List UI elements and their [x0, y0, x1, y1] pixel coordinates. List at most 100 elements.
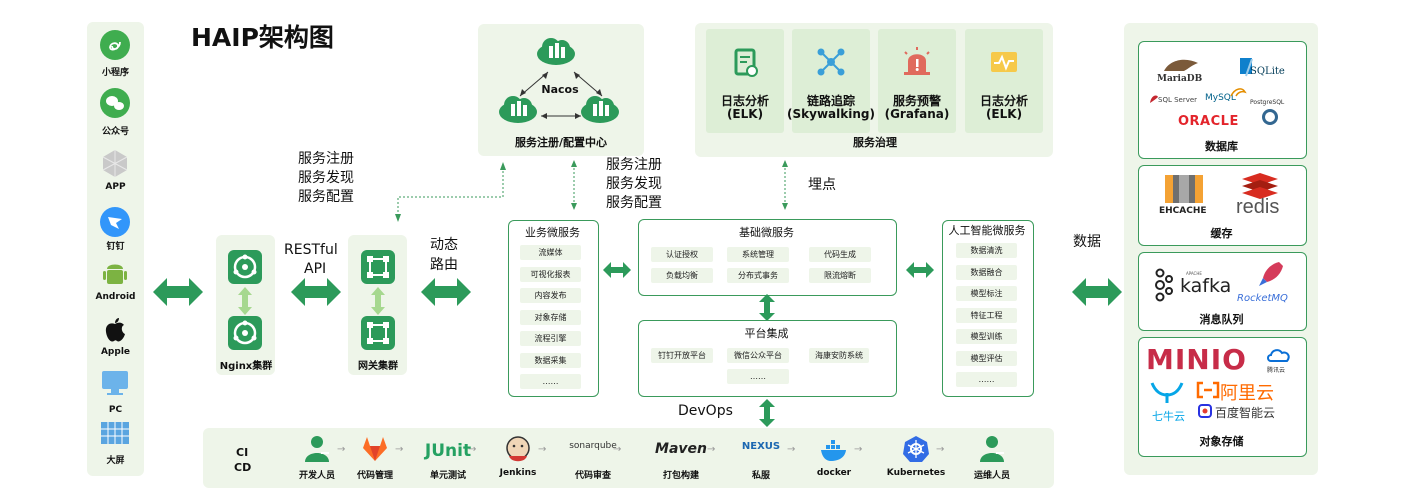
qiniu-icon	[1150, 382, 1184, 403]
right-service-register: 服务注册	[606, 157, 662, 173]
database-caption: 数据库	[1205, 140, 1238, 153]
nginx-gateway-arrow	[291, 278, 341, 306]
apache-logo: APACHE	[1186, 271, 1202, 276]
client-label: 小程序	[101, 68, 129, 78]
cicd-step-label: docker	[816, 468, 852, 478]
alarm-icon	[904, 47, 930, 75]
ai-service-tag: 模型训练	[956, 329, 1017, 344]
cicd-flow-arrow: →	[337, 444, 346, 455]
baidu-cloud-icon	[1198, 404, 1212, 418]
business-basic-arrow	[603, 262, 631, 278]
platform-integration-tag: 钉钉开放平台	[651, 348, 713, 363]
ai-service-tag: ……	[956, 372, 1017, 387]
redis-logo: redis	[1236, 196, 1280, 218]
mariadb-logo: MariaDB	[1157, 74, 1203, 84]
cicd-step-label: 代码管理	[356, 471, 393, 481]
cicd-step-label: 代码审查	[574, 471, 611, 481]
maven-logo: Maven	[655, 441, 707, 457]
cicd-step-label: 私服	[751, 471, 770, 481]
oracle-logo: ORACLE	[1178, 114, 1239, 129]
android-icon	[103, 264, 127, 284]
gateway-node-icon	[361, 316, 395, 350]
pulse-monitor-icon	[991, 52, 1017, 72]
governance-caption: 服务治理	[853, 136, 897, 149]
gateway-business-arrow	[421, 278, 471, 306]
platform-integration-tag: 海康安防系统	[809, 348, 869, 363]
nacos-triangle-arrows	[519, 71, 603, 119]
apple-icon	[105, 318, 125, 342]
developer-icon	[305, 436, 329, 462]
gateway-cluster-label: 网关集群	[358, 361, 398, 372]
clients-nginx-arrow	[153, 278, 203, 306]
governance-item-title: 日志分析	[720, 94, 769, 108]
cicd-flow-arrow: →	[936, 444, 945, 455]
client-label: 钉钉	[106, 242, 125, 252]
cicd-flow-arrow: →	[468, 444, 477, 455]
restful-api-line2: API	[304, 261, 327, 277]
rocketmq-logo: RocketMQ	[1237, 293, 1288, 304]
docker-icon	[821, 440, 846, 461]
ai-service-tag: 数据清洗	[956, 243, 1017, 258]
basic-ai-arrow	[906, 262, 934, 278]
buried-point-label: 埋点	[808, 177, 836, 193]
client-label: 公众号	[101, 127, 129, 137]
nacos-services-connector	[571, 160, 577, 210]
governance-item-title: 服务预警	[892, 94, 941, 108]
nginx-node-icon	[228, 316, 262, 350]
mysql-logo: MySQL	[1205, 93, 1236, 103]
sqlite-feather-icon	[1240, 58, 1253, 77]
cicd-flow-arrow: →	[538, 444, 547, 455]
ehcache-logo: EHCACHE	[1159, 206, 1207, 216]
business-service-tag: 内容发布	[520, 288, 581, 303]
governance-item-title: 日志分析	[979, 94, 1028, 108]
basic-title: 基础微服务	[739, 226, 794, 239]
ehcache-icon	[1165, 175, 1203, 203]
governance-card	[878, 29, 956, 133]
junit-logo: JUnit	[424, 441, 472, 461]
nacos-cloud-icon	[537, 38, 575, 65]
qiniu-logo: 七牛云	[1152, 410, 1185, 423]
basic-platform-arrow	[759, 294, 775, 321]
cicd-flow-arrow: →	[395, 444, 404, 455]
client-label: APP	[105, 182, 126, 192]
ci-label: CI	[236, 446, 249, 459]
business-service-tag: 对象存储	[520, 309, 581, 325]
governance-item-title: 链路追踪	[806, 94, 855, 108]
nginx-internal-arrow	[238, 287, 252, 315]
kubernetes-icon	[903, 436, 929, 462]
dynamic-route-line2: 路由	[430, 257, 458, 273]
cicd-step-label: 开发人员	[298, 471, 335, 481]
nacos-center-label: Nacos	[541, 83, 579, 96]
platform-title: 平台集成	[744, 327, 789, 340]
gateway-internal-arrow	[371, 287, 385, 315]
cicd-flow-arrow: →	[787, 444, 796, 455]
right-service-config: 服务配置	[606, 195, 662, 211]
cicd-step-label: 单元测试	[429, 471, 466, 481]
basic-service-tag: 负载均衡	[651, 268, 713, 283]
gateway-node-icon	[361, 250, 395, 284]
client-label: 大屏	[106, 456, 125, 466]
business-service-tag: 流媒体	[520, 245, 581, 260]
mini-program-icon	[100, 30, 130, 60]
basic-service-tag: 代码生成	[809, 247, 871, 262]
sqlserver-logo: SQL Server	[1158, 96, 1198, 104]
nginx-cluster-label: Nginx集群	[219, 361, 273, 372]
kafka-icon	[1155, 268, 1173, 302]
nacos-cloud-icon	[581, 96, 619, 123]
wechat-icon	[100, 88, 130, 118]
right-service-discover: 服务发现	[606, 176, 662, 192]
ai-service-tag: 模型评估	[956, 350, 1017, 366]
governance-item-sub: (ELK)	[726, 107, 764, 121]
cicd-step-label: Kubernetes	[886, 468, 946, 478]
cache-caption: 缓存	[1210, 227, 1233, 240]
governance-card	[792, 29, 870, 133]
gateway-nacos-connector	[395, 162, 506, 222]
pc-icon	[102, 371, 128, 395]
ai-title: 人工智能微服务	[948, 224, 1026, 237]
mysql-dolphin-icon	[1230, 88, 1247, 97]
jenkins-icon	[506, 436, 530, 462]
platform-integration-tag: 微信公众平台	[727, 348, 789, 363]
governance-item-sub: (ELK)	[985, 107, 1023, 121]
cicd-flow-arrow: →	[707, 444, 716, 455]
basic-service-tag: 分布式事务	[727, 268, 789, 283]
